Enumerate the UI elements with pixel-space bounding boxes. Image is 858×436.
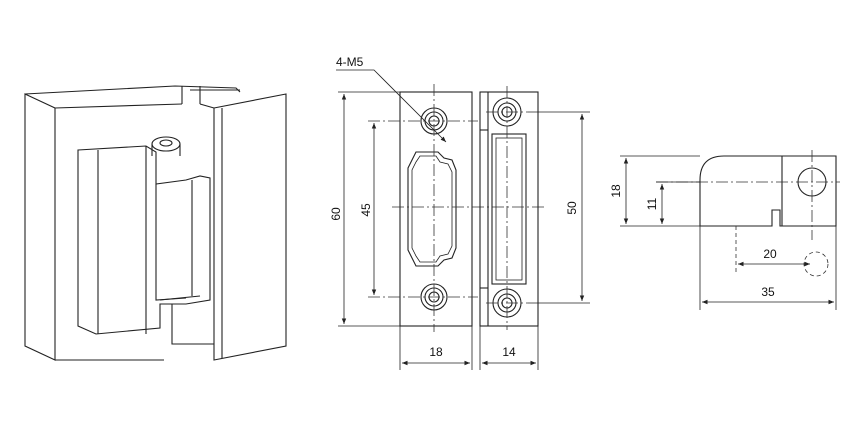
dim-end-pin-offset: 20 — [763, 247, 777, 261]
isometric-view — [24, 85, 287, 361]
dim-front-hole-pitch: 45 — [359, 203, 373, 217]
side-view — [479, 86, 590, 370]
dim-side-hole-pitch: 50 — [565, 201, 579, 215]
front-view — [336, 69, 546, 370]
end-view — [620, 150, 840, 310]
dim-side-width: 14 — [502, 345, 516, 359]
thread-callout: 4-M5 — [336, 55, 364, 69]
dim-end-height: 18 — [609, 184, 623, 198]
dim-front-height: 60 — [329, 207, 343, 221]
dim-end-length: 35 — [761, 285, 775, 299]
dim-front-width: 18 — [429, 345, 443, 359]
dim-end-pin-height: 11 — [645, 197, 659, 210]
